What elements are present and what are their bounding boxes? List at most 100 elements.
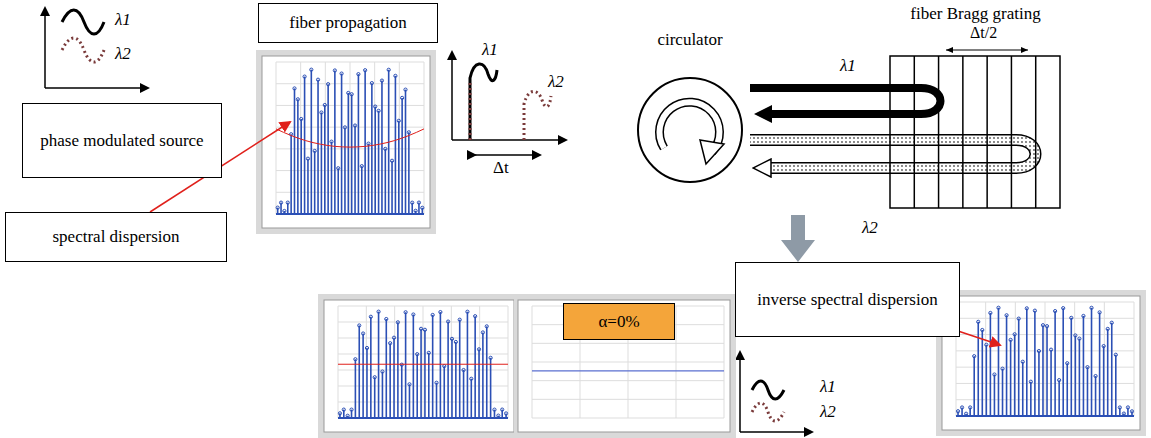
spectral-tip [447, 320, 450, 323]
grid-line [276, 83, 424, 84]
spectral-tip [412, 313, 415, 316]
spectral-tip [1062, 307, 1065, 310]
spectral-tip [293, 87, 296, 90]
spectral-tip [416, 353, 419, 356]
spectral-tip [489, 356, 492, 359]
spectral-tip [431, 313, 434, 316]
spectral-tip [1098, 311, 1101, 314]
spectrum-plot [318, 294, 520, 438]
spectral-line [307, 159, 309, 214]
spectral-line [482, 332, 484, 418]
spectral-tip [370, 82, 373, 85]
plot-area [942, 296, 1140, 430]
spectral-line [1014, 334, 1016, 416]
spectral-tip [423, 328, 426, 331]
grid-line [338, 418, 508, 419]
signal-label: Δt [493, 158, 509, 178]
spectral-line [364, 70, 366, 214]
grid-line [350, 62, 351, 214]
spectral-tip [396, 321, 399, 324]
spectral-tip [358, 324, 361, 327]
arrow-fill [750, 136, 886, 145]
spectral-tip [389, 342, 392, 345]
spectral-line [440, 312, 442, 418]
spectral-line [470, 379, 472, 418]
spectral-line [1034, 311, 1036, 416]
spectral-tip [470, 377, 473, 380]
spectral-line [304, 77, 306, 214]
plot-area [324, 300, 514, 432]
spectral-line [378, 111, 380, 214]
spectral-line [351, 94, 353, 214]
spectral-line [1083, 316, 1085, 416]
spectral-line [451, 339, 453, 418]
spectral-line [1018, 319, 1020, 416]
intensity-line [532, 370, 724, 371]
baseline [956, 415, 1134, 417]
spectral-tip [350, 93, 353, 96]
spectral-line [398, 121, 400, 214]
node-text: α=0% [598, 311, 639, 332]
grid-line [532, 362, 724, 363]
spectral-tip [313, 149, 316, 152]
baseline [338, 417, 508, 419]
spectral-tip [1049, 348, 1052, 351]
edge-label: λ1 [838, 56, 858, 76]
spectral-tip [450, 337, 453, 340]
spectral-tip [342, 408, 345, 411]
spectral-line [1030, 382, 1032, 416]
grid-line [1074, 302, 1075, 416]
spectral-line [1075, 335, 1077, 416]
spectral-tip [327, 83, 330, 86]
grid-line [399, 62, 400, 214]
spectral-line [354, 126, 356, 214]
grid-line [338, 306, 508, 307]
grating-line [962, 56, 964, 208]
baseline [276, 213, 424, 215]
phase-curve [276, 129, 424, 147]
spectral-line [1050, 350, 1052, 416]
spectral-tip [286, 201, 289, 204]
node-text: inverse spectral dispersion [757, 289, 937, 310]
spectral-line [981, 330, 983, 416]
spectral-line [420, 329, 422, 418]
spectral-line [1095, 376, 1097, 416]
spectral-tip [993, 373, 996, 376]
spectral-line [368, 144, 370, 214]
spectral-tip [1086, 366, 1089, 369]
spectral-tip [1041, 324, 1044, 327]
spectral-tip [353, 124, 356, 127]
spectral-tip [343, 126, 346, 129]
spectral-line [413, 315, 415, 418]
spectral-tip [481, 331, 484, 334]
spectral-line [331, 142, 333, 214]
spectral-tip [981, 328, 984, 331]
spectral-line [408, 132, 410, 214]
spectral-tip [1058, 379, 1061, 382]
spectral-tip [1045, 325, 1048, 328]
arrow-fill [768, 140, 1036, 168]
spectral-tip [973, 355, 976, 358]
spectral-tip [1122, 412, 1125, 415]
grid-line [479, 306, 480, 418]
spectral-tip [320, 111, 323, 114]
spectral-line [1010, 340, 1012, 416]
spectral-tip [380, 79, 383, 82]
spectral-line [1026, 308, 1028, 416]
spectral-tip [300, 117, 303, 120]
spectral-tip [421, 206, 424, 209]
spectral-tip [414, 209, 417, 212]
spectral-tip [1102, 344, 1105, 347]
spectral-tip [397, 119, 400, 122]
spectral-tip [504, 412, 507, 415]
spectral-line [1091, 308, 1093, 416]
circle-outline [638, 78, 742, 182]
signal-label: λ1 [482, 40, 498, 60]
spectral-tip [338, 412, 341, 415]
spectral-tip [956, 410, 959, 413]
arrow-shaft [750, 84, 886, 92]
grid-line [532, 343, 724, 344]
spectral-line [443, 366, 445, 418]
signal-label: λ2 [548, 72, 564, 92]
spectral-tip [369, 315, 372, 318]
